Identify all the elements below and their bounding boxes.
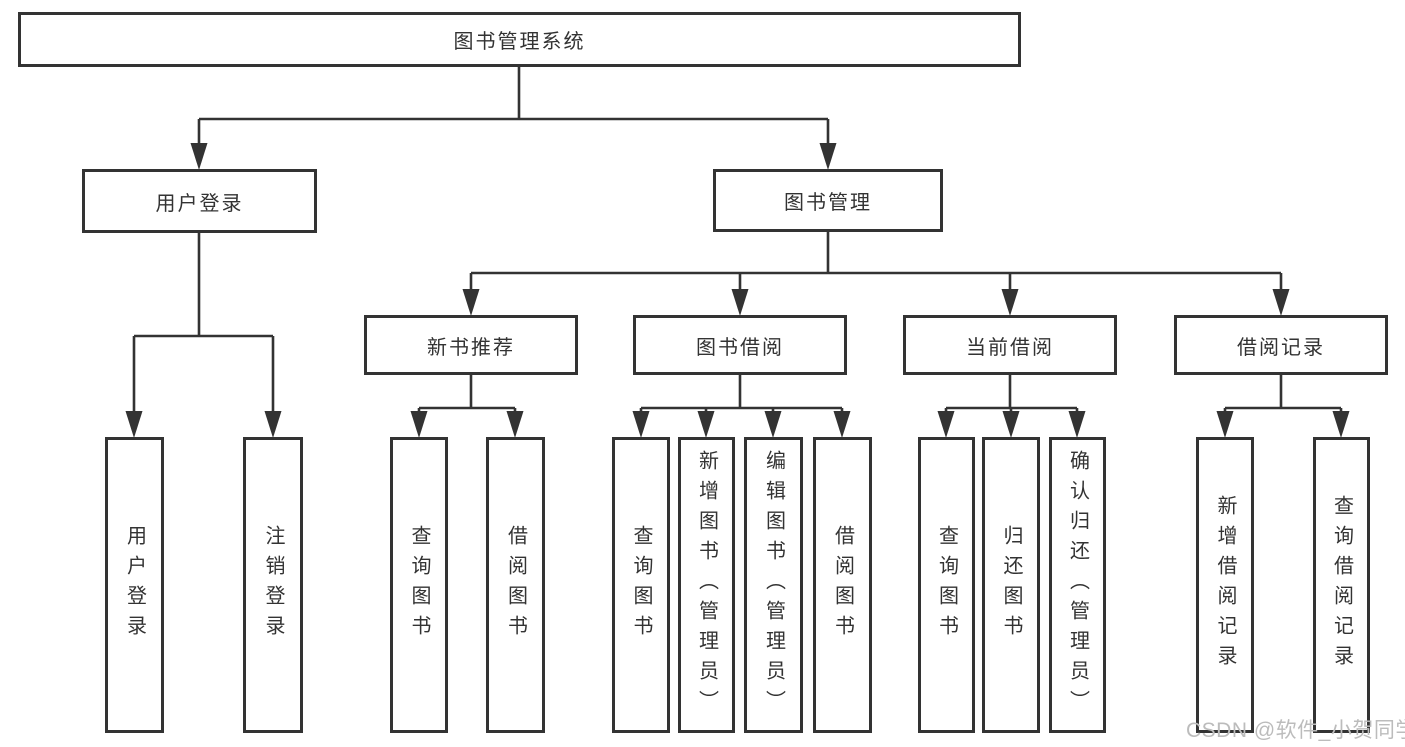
csdn-watermark: CSDN @软件_小贺同学 bbox=[1186, 719, 1405, 742]
connector-borrowing-children bbox=[639, 375, 844, 414]
node-borrowing-records: 借阅记录 bbox=[1174, 315, 1388, 375]
connector-recommend-arrows bbox=[410, 411, 524, 438]
node-label: 用户登录 bbox=[155, 192, 244, 215]
node-user-login-action: 用户登录 bbox=[105, 437, 164, 733]
arrow-down-icon bbox=[1068, 411, 1086, 438]
node-return-books: 归还图书 bbox=[982, 437, 1040, 733]
node-label: 查询借阅记录 bbox=[1330, 495, 1353, 675]
node-new-book-recommendation: 新书推荐 bbox=[364, 315, 578, 375]
node-library-system: 图书管理系统 bbox=[18, 12, 1021, 67]
node-user-login: 用户登录 bbox=[82, 169, 317, 233]
connector-book-management-level3 bbox=[469, 232, 1283, 291]
node-label: 借阅图书 bbox=[831, 525, 854, 645]
node-borrow-books-recommend: 借阅图书 bbox=[486, 437, 545, 733]
arrow-down-icon bbox=[632, 411, 650, 438]
arrow-down-icon bbox=[462, 289, 480, 316]
node-label: 归还图书 bbox=[1000, 525, 1022, 645]
arrow-down-icon bbox=[1001, 289, 1019, 316]
connector-root-level2 bbox=[197, 67, 830, 146]
arrow-down-icon bbox=[506, 411, 524, 438]
arrow-down-icon bbox=[1216, 411, 1234, 438]
arrow-down-icon bbox=[410, 411, 428, 438]
node-label: 图书借阅 bbox=[696, 336, 784, 359]
node-borrow-books-borrow: 借阅图书 bbox=[813, 437, 872, 733]
arrow-down-icon bbox=[264, 411, 282, 438]
arrow-down-icon bbox=[819, 143, 837, 170]
arrow-down-icon bbox=[833, 411, 851, 438]
node-label: 用户登录 bbox=[123, 525, 146, 645]
node-edit-books-admin: 编辑图书（管理员） bbox=[744, 437, 803, 733]
node-label: 注销登录 bbox=[262, 525, 284, 645]
connector-records-children bbox=[1223, 375, 1343, 414]
node-query-borrow-record: 查询借阅记录 bbox=[1313, 437, 1370, 733]
node-add-books-admin: 新增图书（管理员） bbox=[678, 437, 735, 733]
connector-user-login-arrows bbox=[125, 411, 282, 438]
node-label: 确认归还（管理员） bbox=[1066, 450, 1089, 720]
node-label: 借阅图书 bbox=[504, 525, 527, 645]
arrow-down-icon bbox=[1272, 289, 1290, 316]
node-label: 新增图书（管理员） bbox=[695, 450, 718, 720]
node-label: 新书推荐 bbox=[427, 336, 515, 359]
node-label: 当前借阅 bbox=[966, 336, 1054, 359]
arrow-down-icon bbox=[764, 411, 782, 438]
arrow-down-icon bbox=[1002, 411, 1020, 438]
node-query-books-current: 查询图书 bbox=[918, 437, 975, 733]
connector-records-arrows bbox=[1216, 411, 1350, 438]
node-label: 新增借阅记录 bbox=[1214, 495, 1236, 675]
node-confirm-return-admin: 确认归还（管理员） bbox=[1049, 437, 1106, 733]
node-current-borrowing: 当前借阅 bbox=[903, 315, 1117, 375]
arrow-down-icon bbox=[1332, 411, 1350, 438]
node-label: 借阅记录 bbox=[1237, 336, 1325, 359]
node-label: 查询图书 bbox=[630, 525, 652, 645]
connector-user-login-children bbox=[132, 233, 275, 413]
connector-root-level2-arrows bbox=[190, 143, 837, 170]
connector-current-arrows bbox=[937, 411, 1086, 438]
node-label: 图书管理 bbox=[784, 192, 872, 214]
connector-recommend-children bbox=[417, 375, 517, 414]
arrow-down-icon bbox=[731, 289, 749, 316]
connector-borrowing-arrows bbox=[632, 411, 851, 438]
arrow-down-icon bbox=[937, 411, 955, 438]
node-label: 查询图书 bbox=[935, 525, 958, 645]
connector-book-management-arrows bbox=[462, 289, 1290, 316]
node-label: 查询图书 bbox=[408, 525, 430, 645]
node-query-books-borrow: 查询图书 bbox=[612, 437, 670, 733]
arrow-down-icon bbox=[125, 411, 143, 438]
node-book-borrowing: 图书借阅 bbox=[633, 315, 847, 375]
node-add-borrow-record: 新增借阅记录 bbox=[1196, 437, 1254, 733]
node-book-management: 图书管理 bbox=[713, 169, 943, 232]
connector-current-children bbox=[944, 375, 1079, 414]
node-label: 编辑图书（管理员） bbox=[762, 450, 785, 720]
node-query-books-recommend: 查询图书 bbox=[390, 437, 448, 733]
arrow-down-icon bbox=[190, 143, 208, 170]
arrow-down-icon bbox=[697, 411, 715, 438]
node-label: 图书管理系统 bbox=[453, 31, 586, 53]
node-logout-action: 注销登录 bbox=[243, 437, 303, 733]
